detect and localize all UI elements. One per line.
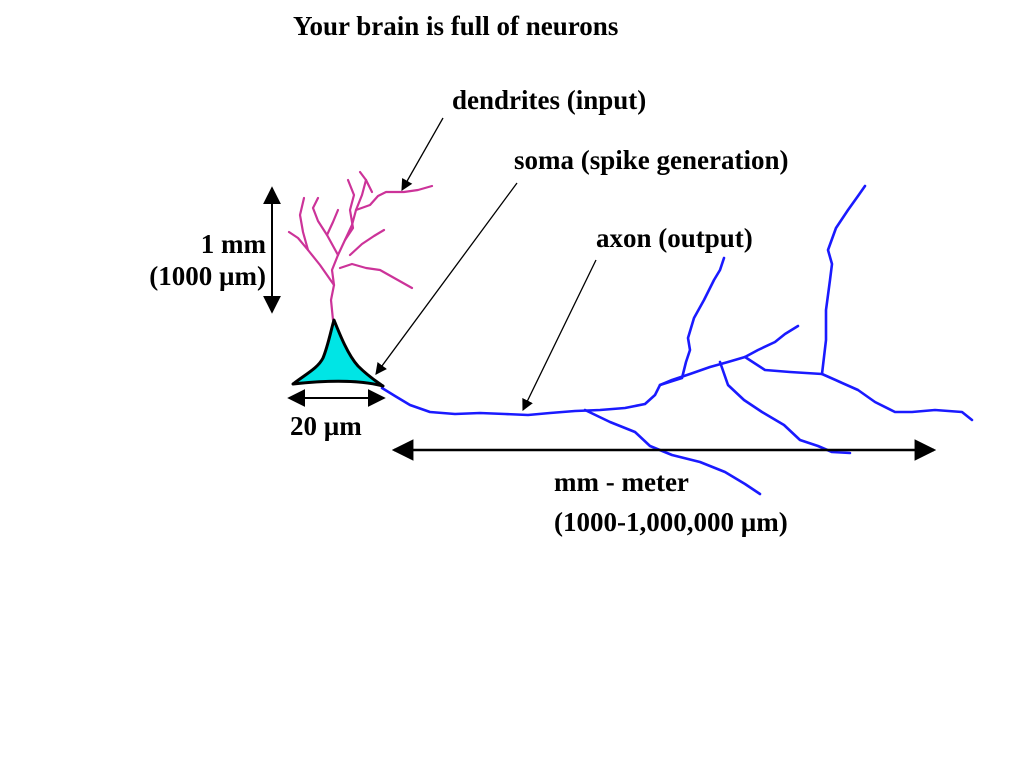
axon-branch — [743, 355, 974, 422]
dendrite-branch — [354, 184, 434, 212]
length-label-line2: (1000-1,000,000 µm) — [554, 507, 788, 537]
dendrite-branch — [358, 170, 368, 182]
height-label-line1: 1 mm — [200, 229, 266, 259]
length-label: mm - meter (1000-1,000,000 µm) — [554, 462, 788, 542]
axon-branch — [583, 408, 762, 496]
dendrites-pointer — [401, 117, 444, 192]
dendrite-branch — [338, 262, 414, 290]
soma-pointer — [375, 182, 518, 375]
dendrite-branch — [343, 178, 356, 242]
height-label-line2: (1000 µm) — [149, 261, 266, 291]
axon-pointer — [522, 259, 597, 412]
axon-branch — [658, 256, 726, 387]
dendrite-trunk — [329, 178, 368, 322]
dendrite-branch — [298, 196, 310, 252]
axon-main — [380, 324, 800, 417]
dendrite-branch — [364, 178, 374, 194]
axon-branch — [718, 360, 852, 455]
width-label: 20 µm — [290, 411, 362, 441]
length-label-line1: mm - meter — [554, 467, 689, 497]
dendrite-branch — [348, 228, 386, 257]
dendrite-branch — [311, 196, 340, 257]
dendrite-branch — [287, 230, 336, 287]
dendrites-label: dendrites (input) — [452, 85, 647, 115]
soma-shape — [291, 318, 385, 388]
axon-label: axon (output) — [596, 223, 753, 253]
slide-title: Your brain is full of neurons — [293, 11, 619, 41]
soma-label: soma (spike generation) — [514, 145, 789, 175]
axon-branch — [820, 184, 867, 376]
height-label: 1 mm (1000 µm) — [120, 228, 266, 292]
axon — [380, 184, 974, 496]
dendrites — [287, 170, 434, 322]
dendrite-branch — [325, 208, 340, 237]
